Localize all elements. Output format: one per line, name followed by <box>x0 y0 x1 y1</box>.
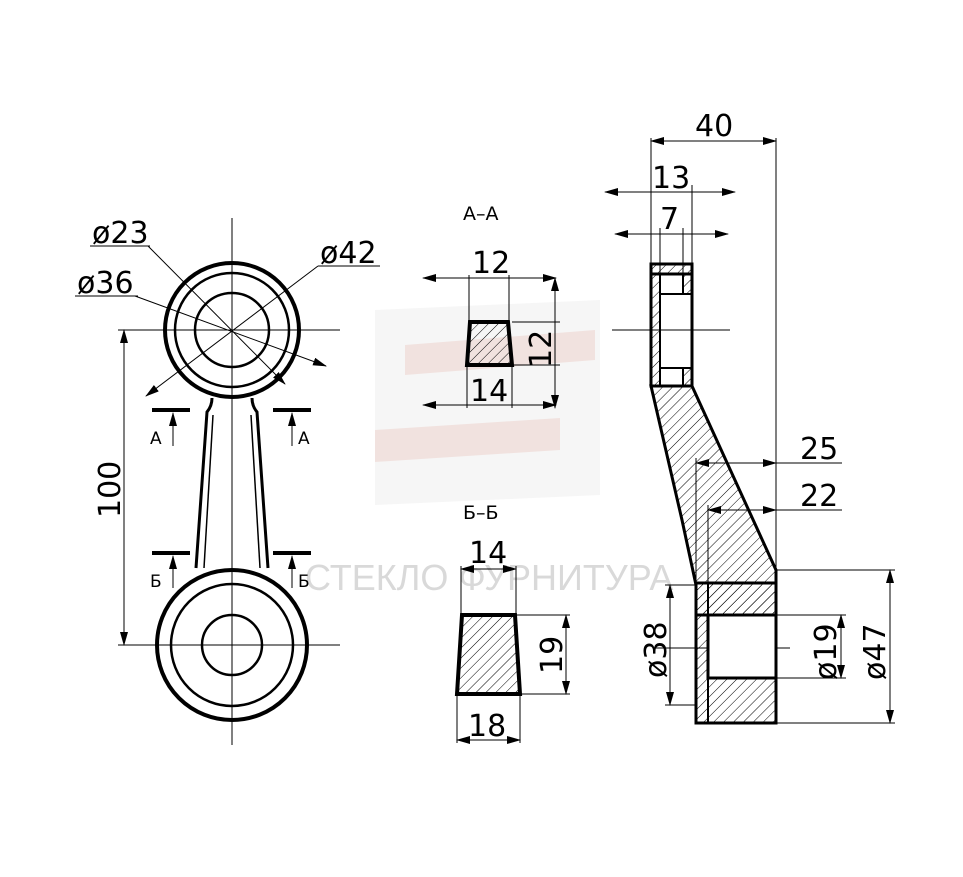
leader-d23 <box>147 245 286 385</box>
side-bottom-hub-upper <box>707 582 777 616</box>
side-dim-d47-label: ø47 <box>858 623 893 680</box>
side-top-hub-right-band <box>682 273 693 295</box>
bb-dim-height-label: 19 <box>535 636 570 674</box>
bb-dim-top-label: 14 <box>469 536 507 571</box>
aa-dim-bottom-label: 14 <box>470 374 508 409</box>
side-view: 40 13 7 25 22 ø38 ø19 ø47 <box>604 109 895 725</box>
side-top-hub-left-band <box>650 273 661 387</box>
side-bottom-bore <box>706 613 778 680</box>
side-dim-d38-label: ø38 <box>639 621 674 678</box>
side-dim-d19-label: ø19 <box>809 623 844 680</box>
side-dim-25-label: 25 <box>800 432 838 467</box>
bottom-hub-middle <box>169 582 295 708</box>
cut-a-right-label: А <box>298 429 310 449</box>
leader-d42 <box>145 265 319 397</box>
leader-d36 <box>134 295 327 367</box>
bottom-hub-bore <box>200 613 264 677</box>
dim-d36-label: ø36 <box>77 266 134 301</box>
cut-b-right-label: Б <box>298 572 310 592</box>
side-dim-7-label: 7 <box>660 202 679 237</box>
top-hub-bore <box>193 291 271 369</box>
side-dim-40-label: 40 <box>695 109 733 144</box>
arm-inner-right <box>250 414 261 569</box>
section-aa: А–А 12 12 14 <box>422 203 560 409</box>
top-hub-middle <box>173 271 291 389</box>
front-view-labels: ø23 ø36 ø42 100 А А Б Б <box>77 216 377 592</box>
side-top-hub-right-band-low <box>682 367 693 387</box>
section-bb-shape <box>454 613 523 696</box>
watermark-logo-red-bottom <box>375 418 560 462</box>
arm-right-edge <box>250 397 270 569</box>
section-bb-title: Б–Б <box>463 502 499 524</box>
dim-d42-label: ø42 <box>320 236 377 271</box>
side-bottom-hub-lip <box>695 582 709 724</box>
section-bb: Б–Б 14 19 18 <box>454 502 570 744</box>
aa-dim-top-label: 12 <box>472 246 510 281</box>
dim-100-label: 100 <box>93 461 128 518</box>
aa-dim-height-label: 12 <box>524 330 559 368</box>
section-aa-title: А–А <box>463 203 499 225</box>
front-view <box>75 218 380 745</box>
section-aa-shape <box>464 320 515 367</box>
arm-inner-left <box>203 414 214 569</box>
side-bottom-hub-lower <box>707 677 777 724</box>
bb-dim-bottom-label: 18 <box>468 709 506 744</box>
side-dim-22-label: 22 <box>800 479 838 514</box>
dim-d23-label: ø23 <box>92 216 149 251</box>
cut-a-left-label: А <box>150 429 162 449</box>
cut-b-left-label: Б <box>150 572 162 592</box>
arm-left-edge <box>194 397 214 569</box>
side-dim-13-label: 13 <box>652 161 690 196</box>
watermark-text: СТЕКЛО ФУРНИТУРА <box>305 557 673 598</box>
